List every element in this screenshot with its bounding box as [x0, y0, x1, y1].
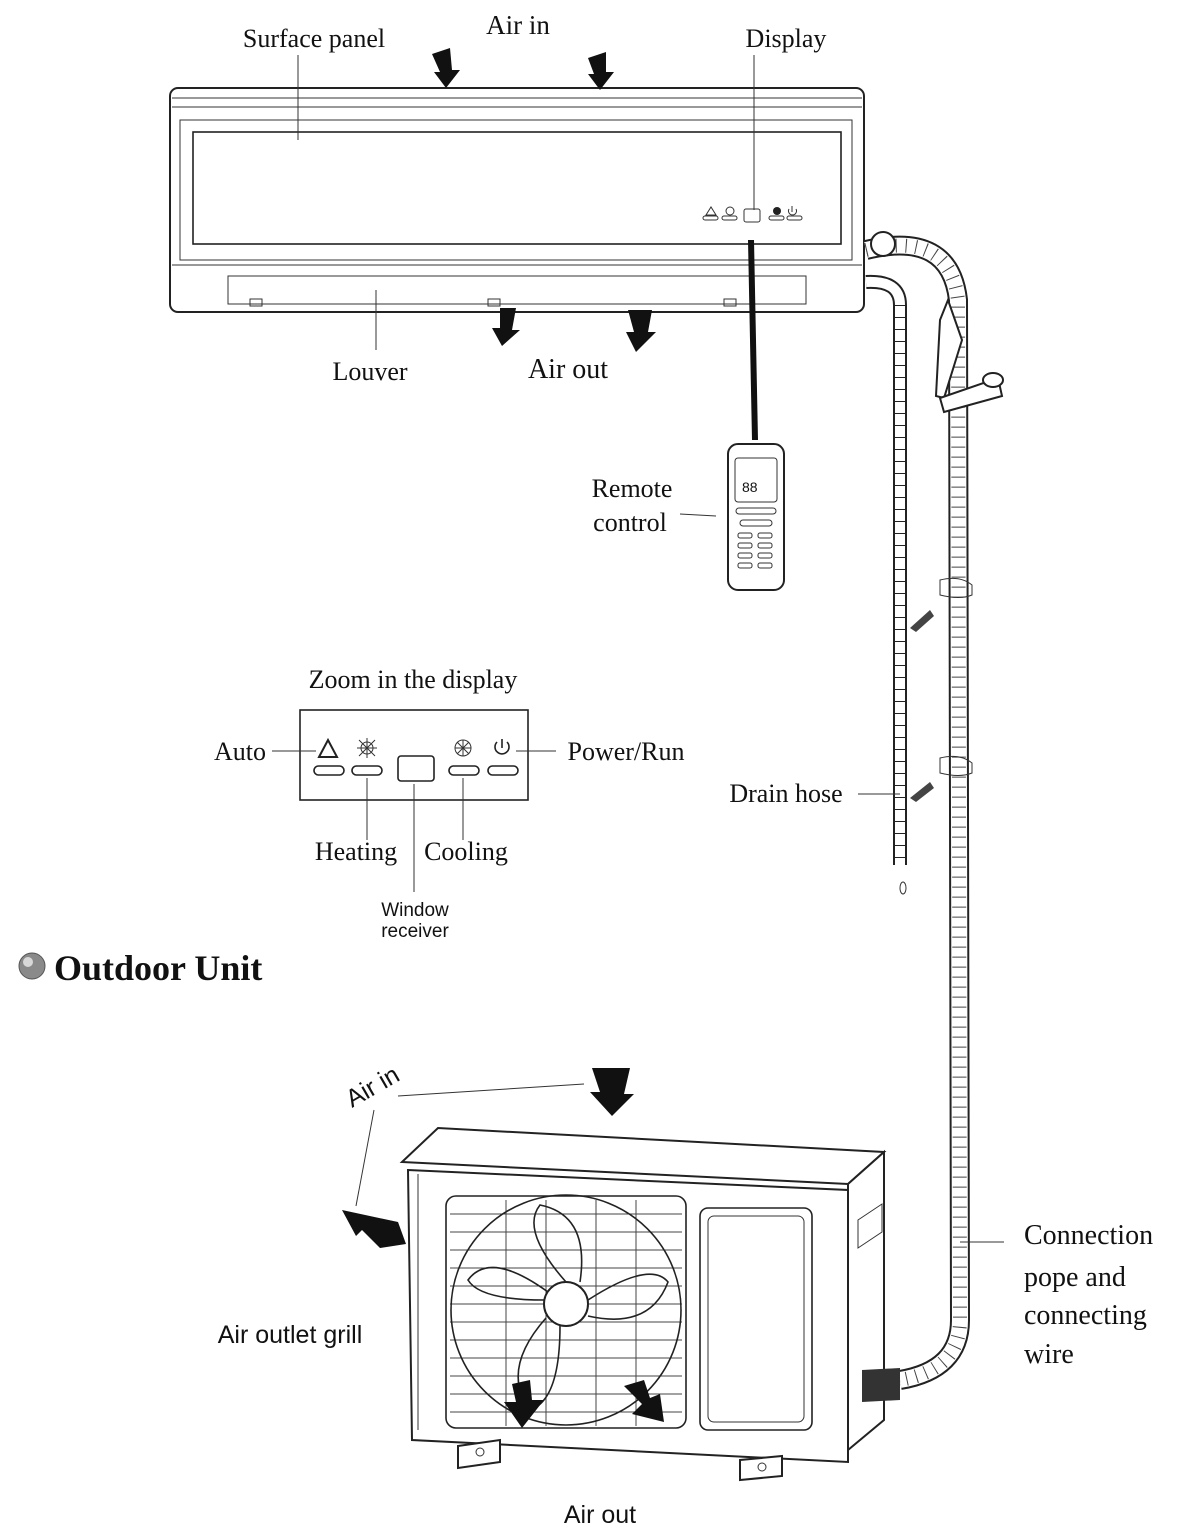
label-control: control [593, 508, 667, 537]
down-arrow-icon [492, 308, 520, 346]
label-air-out-indoor: Air out [528, 354, 608, 385]
label-air-out-outdoor: Air out [564, 1501, 636, 1529]
label-power-run: Power/Run [568, 737, 685, 766]
svg-text:88: 88 [742, 479, 758, 495]
indoor-unit [169, 87, 865, 313]
window-receiver-icon [397, 755, 435, 782]
label-remote: Remote [592, 474, 673, 503]
label-auto: Auto [214, 737, 266, 766]
label-air-in-outdoor: Air in [341, 1060, 404, 1113]
remote-control-icon: 88 [727, 443, 785, 591]
label-receiver: receiver [381, 921, 449, 942]
outdoor-unit [399, 1126, 900, 1482]
label-zoom-title: Zoom in the display [309, 665, 518, 694]
down-arrow-icon [588, 52, 614, 90]
label-louver: Louver [332, 357, 407, 386]
down-arrow-icon [624, 1380, 664, 1422]
section-title-outdoor: Outdoor Unit [54, 948, 262, 988]
down-arrow-icon [590, 1068, 634, 1116]
label-connecting: connecting [1024, 1300, 1147, 1331]
unit-display [702, 206, 803, 223]
label-window: Window [381, 900, 449, 921]
power-icon [494, 739, 510, 755]
label-air-outlet-grill: Air outlet grill [218, 1321, 363, 1349]
label-connection: Connection [1024, 1220, 1153, 1251]
label-cooling: Cooling [424, 837, 508, 866]
label-wire: wire [1024, 1339, 1074, 1370]
auto-icon [317, 737, 339, 758]
label-display: Display [746, 24, 827, 53]
label-drain-hose: Drain hose [729, 779, 842, 808]
drain-hose [865, 274, 907, 895]
connection-pipe [863, 231, 1004, 1390]
down-arrow-icon [504, 1380, 544, 1428]
cooling-icon [454, 739, 472, 757]
label-air-in: Air in [486, 10, 550, 40]
down-arrow-icon [342, 1210, 406, 1248]
label-pope-and: pope and [1024, 1262, 1126, 1293]
heating-icon [357, 738, 377, 758]
label-surface-panel: Surface panel [243, 24, 385, 53]
down-arrow-icon [626, 310, 656, 352]
down-arrow-icon [432, 48, 460, 88]
bullet-icon [18, 952, 46, 980]
label-heating: Heating [315, 837, 397, 866]
